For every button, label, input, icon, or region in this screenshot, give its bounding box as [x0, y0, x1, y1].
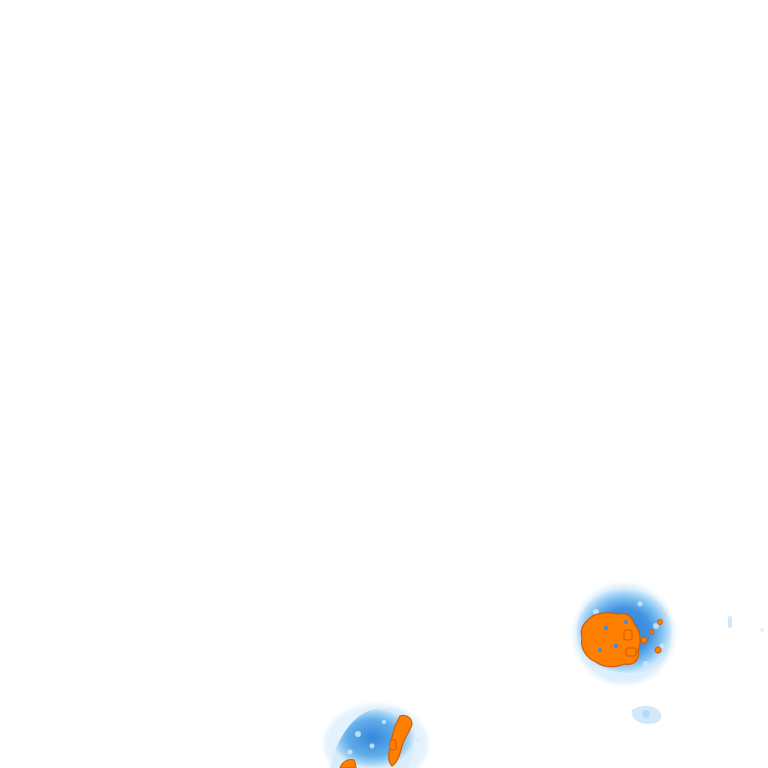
- cell-south-speckles: [347, 720, 386, 755]
- echo-east-fleck-dot: [760, 628, 764, 632]
- cell-east-core: [580, 612, 641, 668]
- cell-east-core-holes: [598, 620, 628, 652]
- cell-south-fleck: [416, 738, 420, 742]
- echo-east-fleck: [728, 616, 764, 632]
- echo-southeast-dot: [642, 710, 650, 718]
- cell-south: [324, 704, 428, 768]
- cell-south-core-fragment: [389, 739, 397, 751]
- cell-east: [574, 584, 674, 684]
- cell-east-core-fragments: [623, 619, 663, 657]
- echo-east-fleck-shape: [728, 616, 732, 628]
- echo-southeast-fragment: [631, 705, 662, 724]
